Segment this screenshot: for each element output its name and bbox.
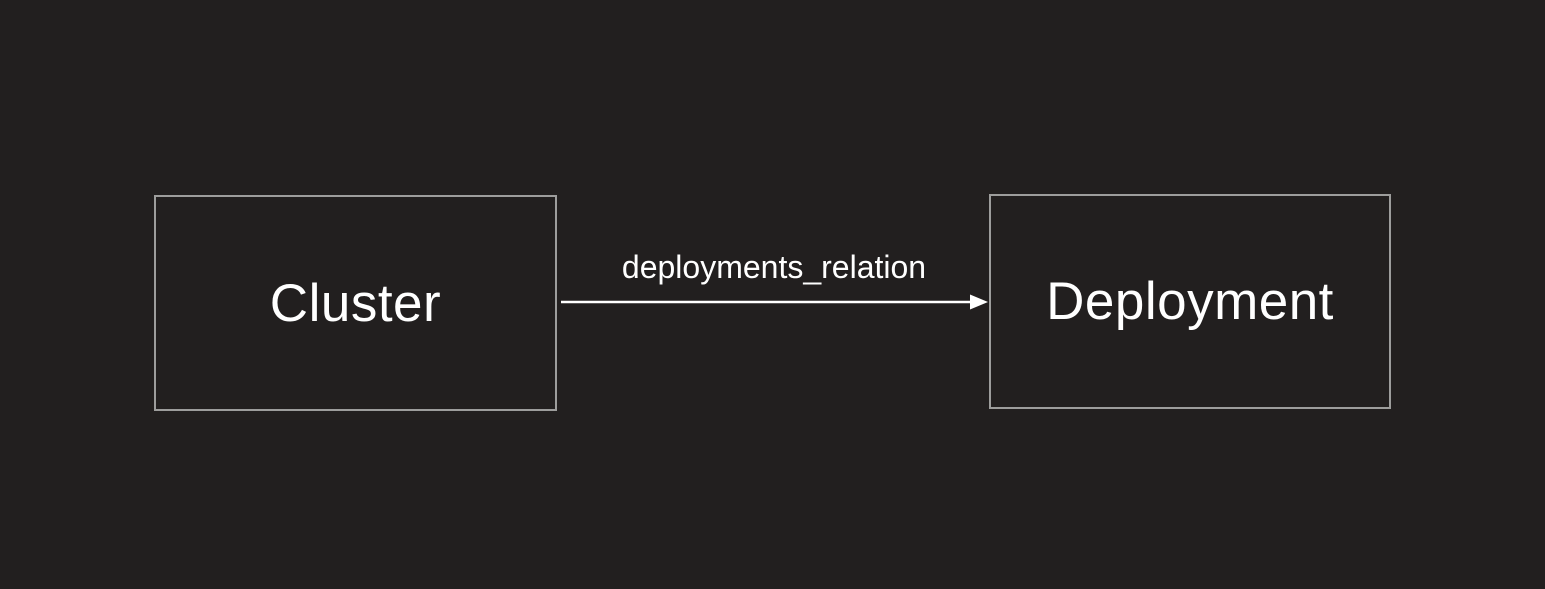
node-cluster-label: Cluster: [269, 273, 442, 333]
node-cluster: Cluster: [154, 195, 557, 411]
node-deployment: Deployment: [989, 194, 1391, 409]
arrowhead-icon: [970, 294, 988, 310]
node-deployment-label: Deployment: [1046, 272, 1334, 331]
edge-label: deployments_relation: [621, 249, 927, 285]
